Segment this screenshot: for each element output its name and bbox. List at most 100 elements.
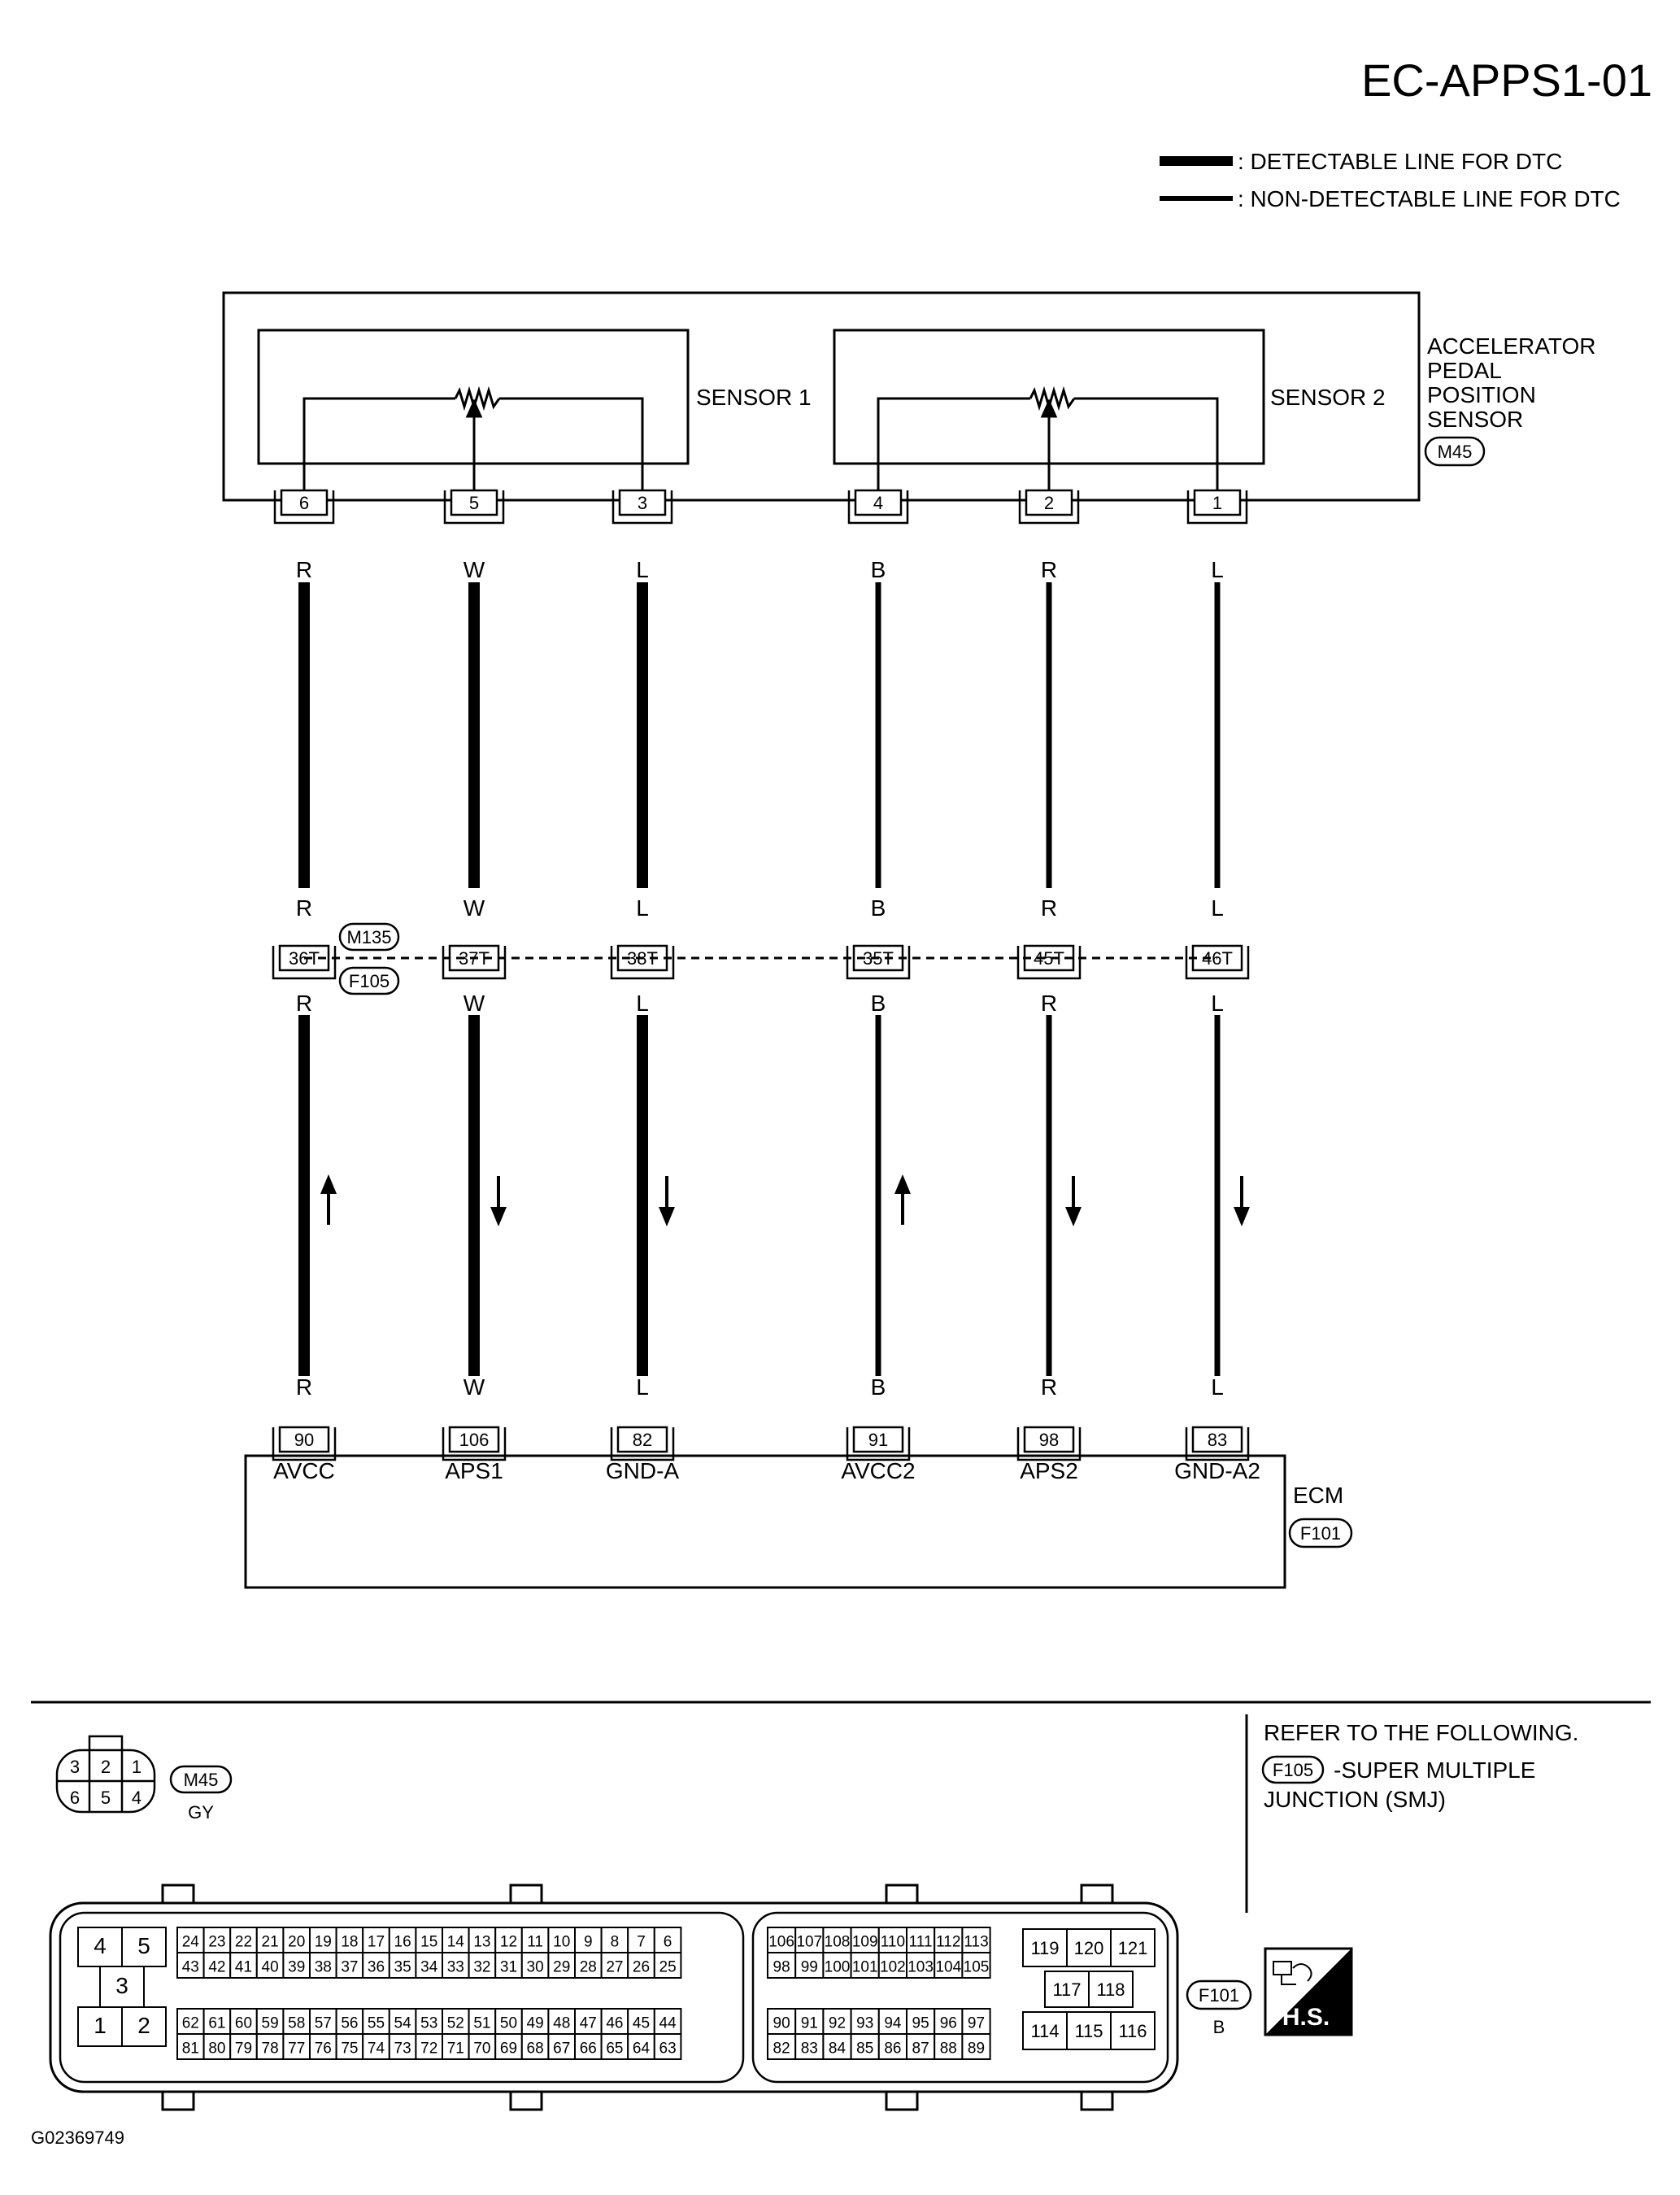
ecm-pin-1-shell xyxy=(272,1427,337,1461)
f101-pin-15: 15 xyxy=(420,1934,437,1951)
f101-pin-100: 100 xyxy=(825,1959,851,1976)
f101-pin-48-cell xyxy=(547,2008,577,2035)
sensor1-label: SENSOR 1 xyxy=(696,385,812,410)
f101-pin-27: 27 xyxy=(606,1959,623,1976)
arrow-head xyxy=(320,1174,337,1194)
sensor-pin-4: 4 xyxy=(847,489,909,525)
f101-pin-68: 68 xyxy=(527,2040,544,2058)
f101-pin-67: 67 xyxy=(553,2040,570,2058)
f101-pin-7: 7 xyxy=(637,1934,646,1951)
sensor-pin-1-label: 6 xyxy=(299,493,309,513)
ecm-pin-3-shell xyxy=(610,1427,675,1461)
flow-arrow-down-5 xyxy=(1065,1176,1082,1226)
hs-label: H.S. xyxy=(1282,2004,1330,2031)
f101-pin-22-cell xyxy=(229,1927,258,1953)
ecm-signal-5: APS2 xyxy=(1020,1458,1078,1483)
f101-pin-105: 105 xyxy=(964,1959,990,1976)
f101-pin-102-cell xyxy=(877,1952,908,1979)
f101-pin-57: 57 xyxy=(315,2015,332,2032)
m45-pin-2: 2 xyxy=(101,1757,111,1777)
f101-pin-10: 10 xyxy=(553,1934,570,1951)
flow-arrow-down-6 xyxy=(1234,1176,1250,1226)
ecm-pin-2-body xyxy=(448,1426,500,1453)
sensor-pin-4-body xyxy=(854,489,903,516)
f101-pin-61: 61 xyxy=(208,2015,225,2032)
f101-pin-92: 92 xyxy=(829,2015,846,2032)
f101-pin-71: 71 xyxy=(447,2040,464,2058)
f101-pin-13: 13 xyxy=(473,1934,490,1951)
f101-pin-11-cell xyxy=(520,1927,550,1953)
wire-color-4-d: B xyxy=(871,1374,886,1400)
flow-arrow-down-2 xyxy=(490,1176,507,1226)
f101-pin-21-cell xyxy=(255,1927,285,1953)
junction-pin-5-shell xyxy=(1016,946,1082,980)
junction-pin-3-shell xyxy=(610,946,675,980)
f101-pin-64: 64 xyxy=(633,2040,651,2058)
f101-pin-65: 65 xyxy=(606,2040,623,2058)
ecm-pin-3: 82 xyxy=(610,1426,675,1461)
f101-pin-63: 63 xyxy=(659,2040,677,2058)
f101-pin-59: 59 xyxy=(262,2015,279,2032)
refer-connector-id: F105 xyxy=(1273,1760,1313,1780)
f101-pin-110: 110 xyxy=(881,1934,905,1951)
flow-arrow-down-3 xyxy=(659,1176,675,1226)
f101-pin-84-cell xyxy=(822,2033,852,2060)
ecm-label: ECM xyxy=(1293,1483,1343,1508)
f101-pin-43-cell xyxy=(176,1952,205,1979)
f101-pin-85: 85 xyxy=(856,2040,873,2058)
f101-pin-26-cell xyxy=(627,1952,655,1979)
f101-pin-75: 75 xyxy=(341,2040,358,2058)
f101-pin-101: 101 xyxy=(852,1959,878,1976)
f101-pin-41-cell xyxy=(229,1952,258,1979)
f101-pin-74-cell xyxy=(362,2033,390,2060)
wire-color-6-b: L xyxy=(1211,895,1224,921)
f101-pin-115: 115 xyxy=(1074,2021,1103,2041)
f101-pin-116-cell xyxy=(1110,2011,1156,2050)
f101-pin-43: 43 xyxy=(182,1959,199,1976)
junction-pin-1-shell xyxy=(272,946,337,980)
f101-pin-97: 97 xyxy=(968,2015,985,2032)
f101-pin-84: 84 xyxy=(829,2040,847,2058)
m45-color: GY xyxy=(188,1802,214,1823)
f101-pin-91: 91 xyxy=(801,2015,818,2032)
sensor-title-line-2: PEDAL xyxy=(1427,358,1502,383)
flow-arrow-up-4 xyxy=(894,1174,911,1225)
f101-pin-88-cell xyxy=(934,2033,964,2060)
f101-pin-42: 42 xyxy=(208,1959,225,1976)
f101-pin-16-cell xyxy=(388,1927,417,1953)
flow-arrow-up-1 xyxy=(320,1174,337,1225)
ecm-pin-2: 106 xyxy=(442,1426,507,1461)
f101-pin-21: 21 xyxy=(262,1934,279,1951)
f101-pin-79: 79 xyxy=(235,2040,252,2058)
wire-color-5-c: R xyxy=(1041,991,1057,1016)
sensor-title-line-3: POSITION xyxy=(1427,382,1536,407)
harness-icon xyxy=(1273,1961,1312,1985)
sensor2-label: SENSOR 2 xyxy=(1270,385,1386,410)
arrow-head xyxy=(1234,1207,1250,1226)
f101-pin-119-cell xyxy=(1022,1928,1068,1967)
sensor-pin-1: 6 xyxy=(273,489,335,525)
junction-top-badge xyxy=(338,922,400,952)
f101-pin-112: 112 xyxy=(936,1934,960,1951)
sensor-pin-3: 3 xyxy=(612,489,673,525)
f101-pin-48: 48 xyxy=(553,2015,570,2032)
ecm-pin-3-body xyxy=(616,1426,668,1453)
f101-pin-52: 52 xyxy=(447,2015,464,2032)
f101-pin-77: 77 xyxy=(288,2040,305,2058)
sensor-pin-6: 1 xyxy=(1186,489,1248,525)
junction-pin-5: 45T xyxy=(1016,944,1082,980)
m45-pin-5: 5 xyxy=(101,1788,111,1808)
sensor-pin-6-label: 1 xyxy=(1212,493,1222,513)
ecm-box xyxy=(244,1454,1286,1589)
legend-detectable-label: : DETECTABLE LINE FOR DTC xyxy=(1238,149,1562,174)
wire-color-5-a: R xyxy=(1041,557,1057,582)
sensor-pin-2-label: 5 xyxy=(469,493,479,513)
f101-pin-90-cell xyxy=(767,2008,797,2035)
ecm-pin-2-label: 106 xyxy=(459,1430,490,1450)
refer-text: REFER TO THE FOLLOWING. xyxy=(1264,1720,1578,1745)
sensor-title-line-1: ACCELERATOR xyxy=(1427,333,1595,359)
m45-connector-face xyxy=(55,1735,156,1814)
f101-pin-38-cell xyxy=(309,1952,337,1979)
f101-pin-74: 74 xyxy=(368,2040,385,2058)
f101-pin-99-cell xyxy=(794,1952,825,1979)
